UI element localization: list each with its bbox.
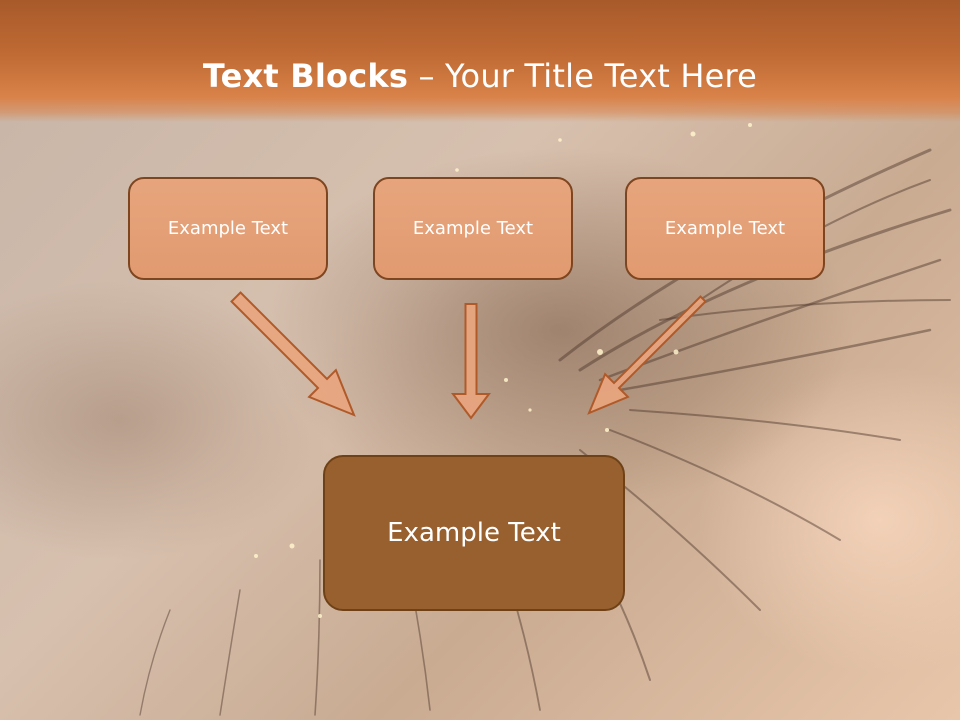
title-bar <box>0 0 960 122</box>
arrow-right-icon <box>587 295 707 415</box>
title-bold-part: Text Blocks <box>202 57 409 95</box>
arrow-center-icon <box>451 303 491 420</box>
arrow-left-icon <box>230 291 356 417</box>
main-text-block[interactable]: Example Text <box>323 455 625 611</box>
text-block-3-label: Example Text <box>664 218 786 239</box>
main-text-block-label: Example Text <box>387 518 561 548</box>
text-block-1[interactable]: Example Text <box>128 177 328 280</box>
text-block-2[interactable]: Example Text <box>373 177 573 280</box>
text-block-2-label: Example Text <box>412 218 534 239</box>
text-block-3[interactable]: Example Text <box>625 177 825 280</box>
slide-title: Text Blocks – Your Title Text Here <box>0 56 960 96</box>
text-block-1-label: Example Text <box>167 218 289 239</box>
title-rest-part: – Your Title Text Here <box>408 57 758 95</box>
